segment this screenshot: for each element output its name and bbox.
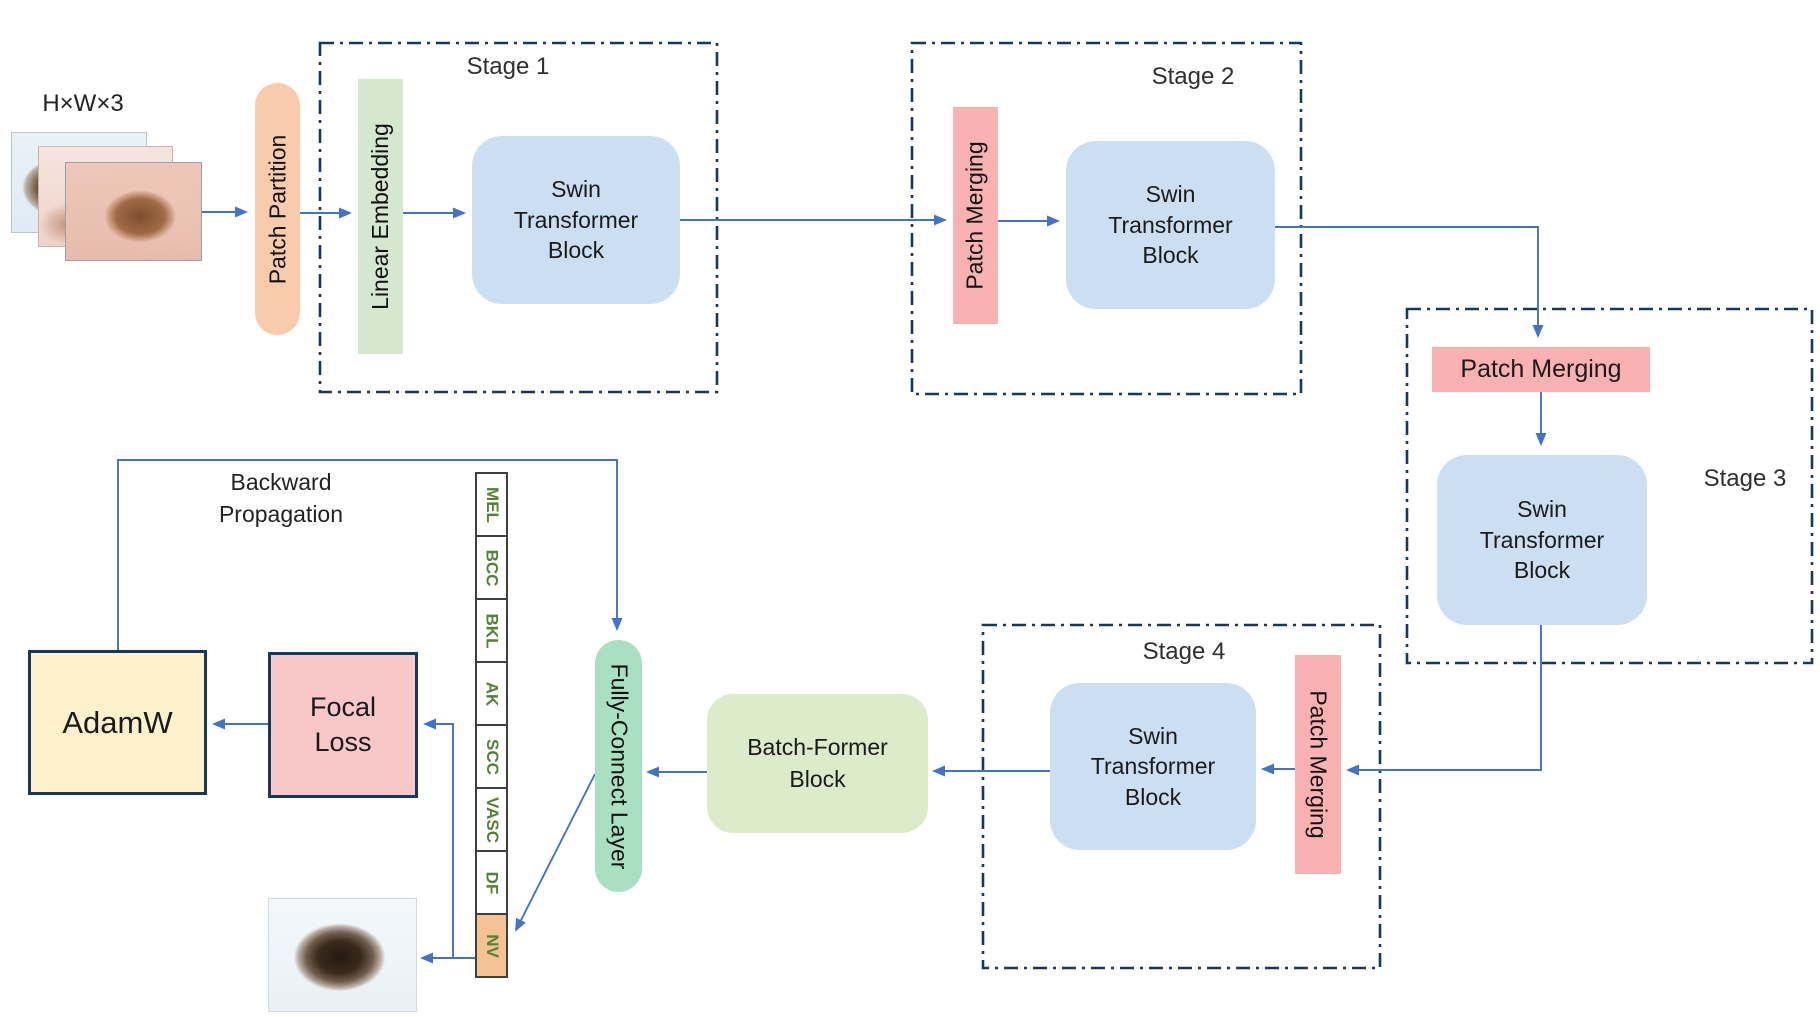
fully-connect-layer-label: Fully-Connect Layer [606, 663, 632, 869]
patch-merging-block-stage2: Patch Merging [953, 107, 998, 324]
class-label-mel: MEL [482, 486, 502, 523]
arrow-swin2-to-patch-merging3 [1275, 226, 1544, 338]
output-image [268, 898, 417, 1012]
patch-merging-stage2-label: Patch Merging [962, 141, 988, 290]
swin-block-1-label: Swin Transformer Block [513, 176, 639, 264]
focal-loss-label: Focal Loss [309, 691, 377, 757]
swin-block-3-label: Swin Transformer Block [1479, 496, 1605, 584]
patch-partition-label: Patch Partition [264, 134, 290, 284]
class-cell-mel: MEL [475, 472, 508, 537]
batch-former-block: Batch-Former Block [707, 694, 928, 833]
arrow-swin3-to-patch-merging4 [1346, 625, 1542, 776]
stage3-label: Stage 3 [1703, 465, 1787, 492]
adamw-label: AdamW [62, 704, 173, 740]
focal-loss-block: Focal Loss [268, 652, 418, 798]
class-cell-vasc: VASC [475, 787, 508, 852]
stage1-label: Stage 1 [466, 53, 550, 80]
arrow-prediction-to-focal-loss [423, 718, 454, 958]
class-cell-bcc: BCC [475, 535, 508, 600]
swin-block-4-label: Swin Transformer Block [1090, 722, 1216, 810]
swin-transformer-block-3: Swin Transformer Block [1437, 455, 1647, 625]
swin-transformer-block-1: Swin Transformer Block [472, 136, 680, 304]
stage2-label: Stage 2 [1151, 63, 1235, 90]
swin-transformer-block-2: Swin Transformer Block [1066, 141, 1275, 309]
arrow-fully-connect-to-prediction [515, 773, 596, 932]
arrow-backward-propagation [117, 459, 623, 650]
adamw-optimizer-block: AdamW [28, 650, 207, 795]
swin-block-2-label: Swin Transformer Block [1108, 181, 1233, 269]
class-label-vasc: VASC [482, 796, 502, 843]
backward-propagation-text: Backward Propagation [218, 469, 344, 528]
patch-merging-stage4-label: Patch Merging [1305, 690, 1332, 839]
patch-merging-stage3-label: Patch Merging [1460, 355, 1622, 383]
class-cell-bkl: BKL [475, 598, 508, 663]
class-cell-scc: SCC [475, 724, 508, 789]
class-score-column: MEL BCC BKL AK SCC VASC DF NV [475, 472, 508, 978]
swin-transformer-block-4: Swin Transformer Block [1050, 683, 1256, 850]
stage2-border [910, 41, 1303, 396]
class-label-ak: AK [482, 681, 502, 706]
linear-embedding-block: Linear Embedding [358, 79, 403, 354]
class-label-scc: SCC [482, 738, 502, 775]
linear-embedding-label: Linear Embedding [367, 123, 393, 310]
class-cell-df: DF [475, 850, 508, 915]
class-label-df: DF [482, 871, 502, 894]
class-label-bcc: BCC [482, 549, 502, 586]
patch-merging-block-stage3: Patch Merging [1432, 347, 1650, 392]
class-cell-ak: AK [475, 661, 508, 726]
input-image-front [65, 162, 202, 261]
class-label-nv: NV [482, 933, 502, 958]
stage3-border [1405, 307, 1814, 665]
backward-propagation-label: Backward Propagation [181, 466, 381, 530]
batch-former-label: Batch-Former Block [747, 734, 888, 792]
patch-merging-block-stage4: Patch Merging [1295, 655, 1341, 874]
stage4-label: Stage 4 [1142, 638, 1226, 665]
stage4-border [981, 623, 1382, 970]
class-label-bkl: BKL [482, 613, 502, 648]
stage1-border [318, 41, 719, 394]
input-shape-label: H×W×3 [42, 90, 124, 117]
fully-connect-layer-block: Fully-Connect Layer [595, 640, 642, 892]
class-cell-nv-predicted: NV [475, 913, 508, 978]
patch-partition-block: Patch Partition [255, 83, 300, 335]
